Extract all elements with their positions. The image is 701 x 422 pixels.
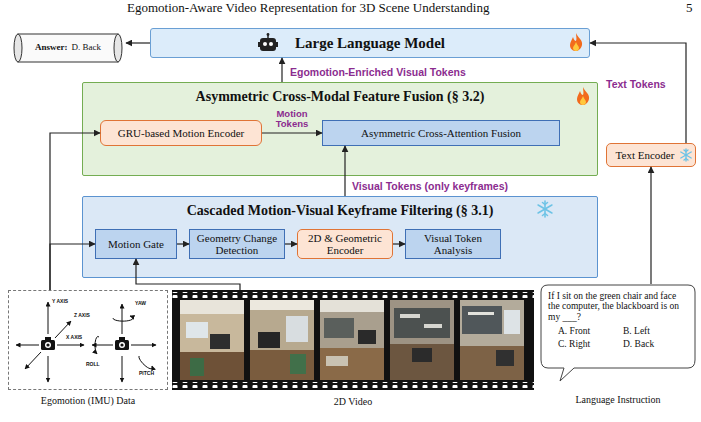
box-label: Motion Gate: [108, 238, 164, 250]
connector-arrow: [281, 58, 282, 82]
module-band: Asymmetric Cross-Modal Feature Fusion (§…: [82, 82, 598, 176]
edge-label: Visual Tokens (only keyframes): [352, 180, 508, 192]
answer-option: A. Front: [558, 326, 623, 336]
edge-label: Text Tokens: [606, 78, 666, 90]
connector-arrow: [126, 42, 150, 43]
process-box: 2D & Geometric Encoder: [297, 229, 393, 259]
snowflake-icon: [538, 201, 552, 217]
connector-arrow: [50, 244, 95, 290]
connector-arrow: [50, 133, 100, 290]
axis-label: X AXIS: [66, 335, 82, 341]
input-caption: Language Instruction: [520, 394, 701, 405]
input-caption: 2D Video: [152, 396, 554, 407]
connector-arrow: [590, 43, 686, 143]
axis-label: Z AXIS: [74, 313, 90, 319]
axis-label: PITCH: [139, 371, 154, 377]
box-label: 2D & Geometric Encoder: [302, 232, 388, 256]
box-label: GRU-based Motion Encoder: [118, 127, 244, 139]
box-label: Asymmetric Cross-Attention Fusion: [361, 127, 521, 139]
answer-option: D. Back: [623, 339, 688, 349]
box-label: Geometry Change Detection: [194, 232, 280, 256]
page-number: 5: [686, 1, 693, 15]
imu-illustration: [16, 302, 156, 382]
answer-label: Answer:: [35, 43, 68, 53]
answer-option: C. Right: [558, 339, 623, 349]
edge-label: Motion Tokens: [264, 109, 320, 129]
answer-value: D. Back: [72, 43, 102, 53]
option-grid: A. FrontB. LeftC. RightD. Back: [548, 326, 688, 349]
process-box: Text Encoder: [606, 143, 696, 167]
running-header: Egomotion-Aware Video Representation for…: [127, 1, 489, 15]
module-band: Cascaded Motion-Visual Keyframe Filterin…: [82, 196, 598, 278]
process-box: Geometry Change Detection: [189, 229, 285, 259]
band-title: Cascaded Motion-Visual Keyframe Filterin…: [187, 203, 494, 218]
process-box: Motion Gate: [95, 229, 177, 259]
axis-label: ROLL: [86, 362, 100, 368]
box-label: Text Encoder: [616, 149, 675, 161]
video-filmstrip: [172, 290, 534, 390]
answer-option: B. Left: [623, 326, 688, 336]
snowflake-icon: [681, 149, 691, 161]
process-box: GRU-based Motion Encoder: [100, 120, 262, 146]
question-text: If I sit on the green chair and face the…: [548, 291, 688, 322]
connector-arrow: [262, 132, 322, 133]
connector-arrow: [650, 167, 651, 284]
process-box: Large Language Model: [150, 28, 590, 58]
connector-arrow: [393, 243, 405, 244]
connector-arrow: [344, 146, 345, 196]
axis-label: YAW: [135, 301, 146, 307]
scroll-shape: [10, 30, 126, 66]
speech-bubble: If I sit on the green chair and face the…: [540, 284, 696, 382]
process-box: Asymmetric Cross-Attention Fusion: [322, 120, 560, 146]
fire-icon: [570, 33, 582, 51]
connector-arrow: [177, 243, 189, 244]
answer-scroll: Answer: D. Back: [10, 30, 126, 66]
fire-icon: [577, 87, 589, 105]
box-label: Visual Token Analysis: [410, 232, 496, 256]
input-caption: Egomotion (IMU) Data: [0, 395, 187, 406]
edge-label: Egomotion-Enriched Visual Tokens: [290, 66, 466, 78]
camera-icon: [115, 337, 129, 350]
axis-label: Y AXIS: [52, 299, 68, 305]
connector-arrow: [285, 243, 297, 244]
band-title: Asymmetric Cross-Modal Feature Fusion (§…: [196, 89, 485, 104]
box-label: Large Language Model: [295, 35, 445, 52]
robot-icon: [258, 33, 278, 51]
camera-icon: [41, 337, 55, 350]
connector-arrow: [136, 259, 240, 290]
process-box: Visual Token Analysis: [405, 229, 501, 259]
